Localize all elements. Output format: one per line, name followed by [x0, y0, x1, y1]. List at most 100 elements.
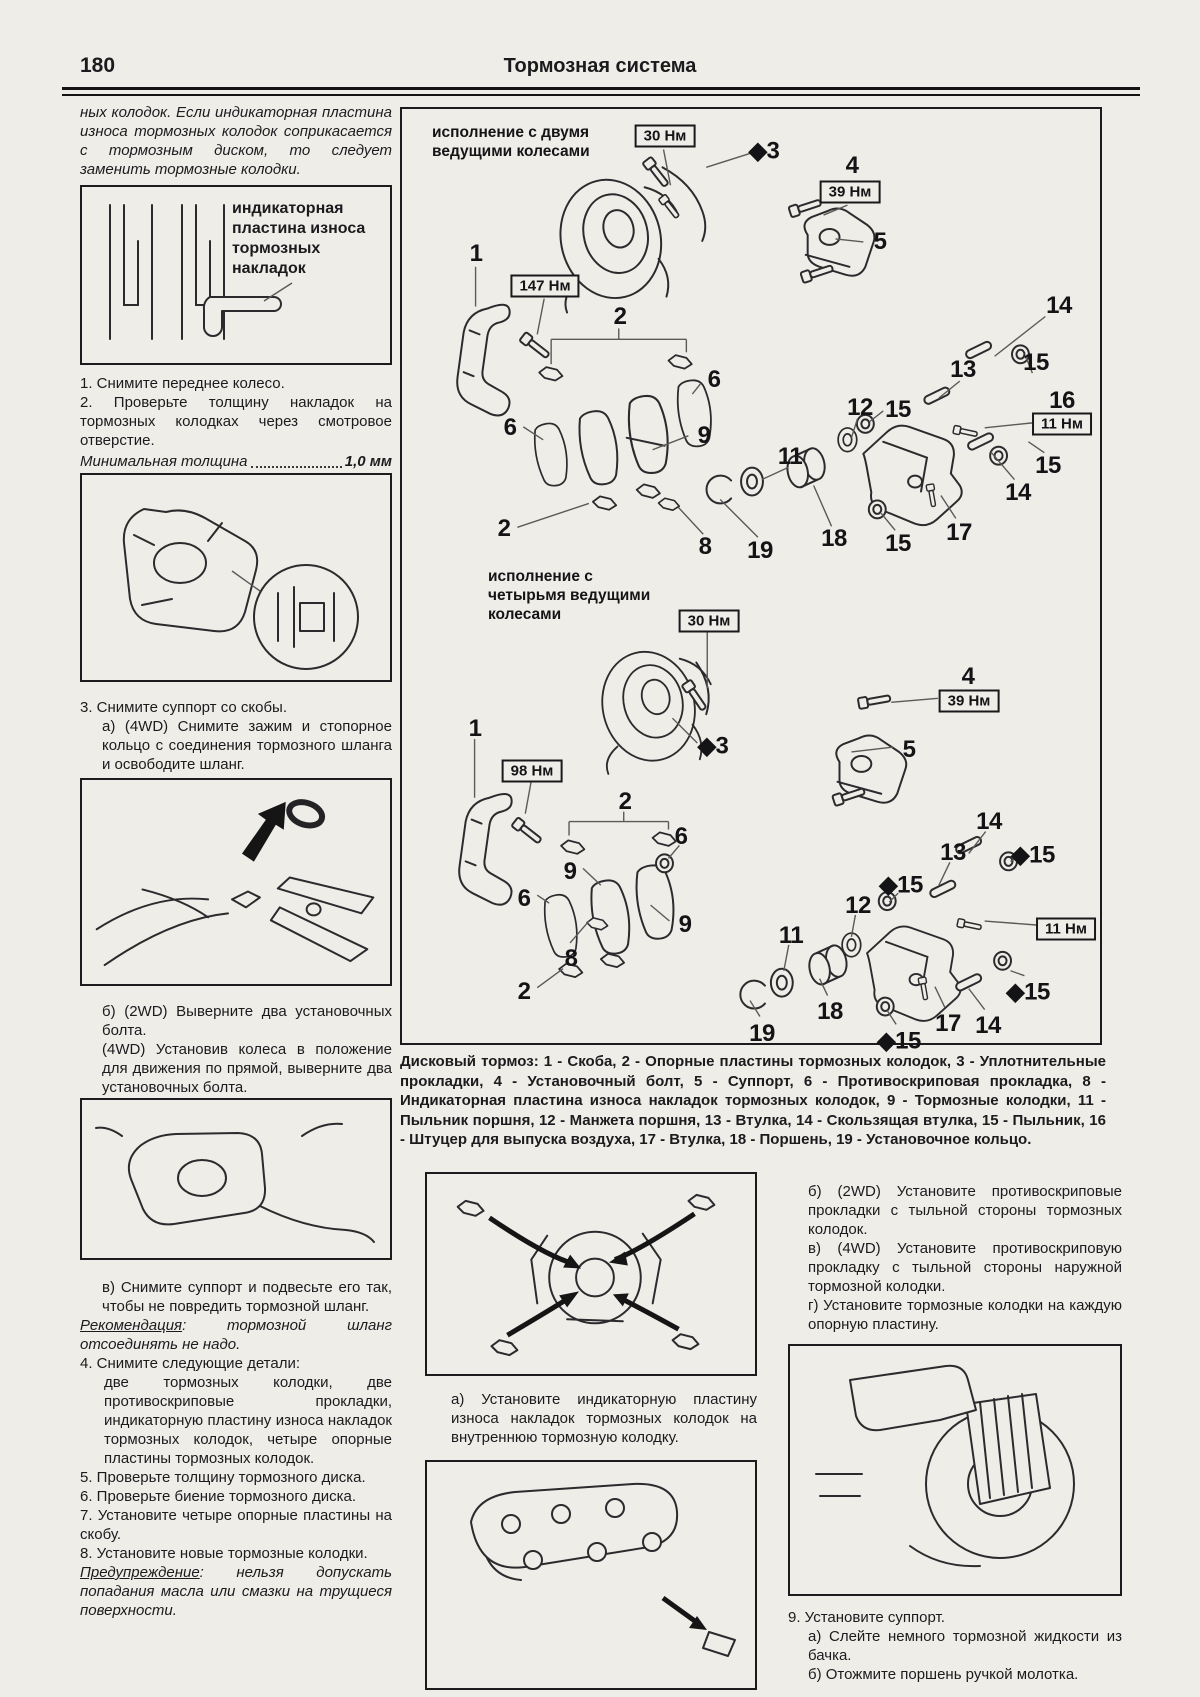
figure-wear-indicator: индикаторная пластина износа тормозных н…	[80, 185, 392, 365]
recommendation-label: Рекомендация	[80, 1317, 183, 1334]
torque-callout: 30 Нм	[634, 124, 696, 148]
torque-callout: 98 Нм	[501, 759, 563, 783]
part-number-callout: 8	[698, 533, 712, 560]
part-number-callout: 13	[950, 356, 976, 383]
part-number-callout: ◆15	[879, 871, 923, 899]
step-3b-4wd: (4WD) Установив колеса в положение для д…	[102, 1041, 392, 1096]
dotted-leader	[250, 466, 342, 468]
step-3a: а) (4WD) Снимите зажим и стопорное кольц…	[102, 718, 392, 773]
support-plates-illustration	[456, 1193, 716, 1357]
part-number-callout: 13	[940, 839, 966, 866]
part-number-callout: 14	[1046, 292, 1072, 319]
part-number-callout: 4	[845, 152, 859, 179]
diagram-2wd-parts	[456, 155, 1030, 527]
warning-label: Предупреждение	[80, 1564, 200, 1581]
part-number-callout: 6	[503, 414, 517, 441]
figure-clip-removal	[80, 778, 392, 986]
torque-callout: 30 Нм	[678, 609, 740, 633]
min-thickness-row: Минимальная толщина 1,0 мм	[80, 452, 392, 471]
caliper-inspection-illustration	[122, 508, 359, 670]
part-number-callout: 6	[707, 366, 721, 393]
step-3b-2wd: б) (2WD) Выверните два установочных болт…	[102, 1003, 392, 1039]
step-install-b: б) (2WD) Установите противоскриповые про…	[808, 1183, 1122, 1238]
part-number-callout: ◆15	[1006, 978, 1050, 1006]
part-number-callout: 1	[468, 715, 482, 742]
intro-paragraph: ных колодок. Если индикаторная пластина …	[80, 104, 392, 178]
step-8: 8. Установите новые тормозные колодки.	[80, 1545, 368, 1562]
part-number-callout: 1	[469, 240, 483, 267]
part-number-callout: 9	[697, 422, 711, 449]
part-number-callout: 15	[885, 530, 911, 557]
part-number-callout: 9	[678, 911, 692, 938]
left-column: ных колодок. Если индикаторная пластина …	[80, 0, 392, 1697]
min-thickness-value: 1,0 мм	[344, 453, 392, 470]
page-title: Тормозная система	[503, 55, 697, 77]
step-5: 5. Проверьте толщину тормозного диска.	[80, 1469, 366, 1486]
part-number-callout: 19	[749, 1020, 775, 1047]
part-number-callout: 18	[821, 525, 847, 552]
part-number-callout: 2	[613, 303, 627, 330]
part-number-callout: 15	[885, 396, 911, 423]
torque-callout: 147 Нм	[510, 274, 580, 298]
leader-lines	[473, 149, 1046, 1025]
variant-label-2wd: исполнение с двумя ведущими колесами	[432, 124, 590, 160]
step-9a: а) Слейте немного тормозной жидкости из …	[808, 1628, 1122, 1664]
step-6: 6. Проверьте биение тормозного диска.	[80, 1488, 357, 1505]
part-number-callout: 2	[517, 978, 531, 1005]
caliper-suspended-illustration	[95, 1122, 375, 1243]
step-3v: в) Снимите суппорт и подвесьте его так, …	[102, 1279, 392, 1315]
figure-pad-indicator	[425, 1460, 757, 1690]
bottom-right-steps: б) (2WD) Установите противоскриповые про…	[788, 1182, 1122, 1334]
figure-caliper-inspection	[80, 473, 392, 682]
pad-indicator-illustration	[470, 1482, 736, 1657]
caliper-install-illustration	[815, 1364, 1075, 1568]
step-install-g: г) Установите тормозные колодки на кажду…	[808, 1297, 1122, 1333]
warning-text: : нельзя допускать попадания масла или с…	[80, 1564, 392, 1619]
part-number-callout: ◆15	[1011, 841, 1055, 869]
exploded-diagram-drawing	[456, 149, 1046, 1025]
part-number-callout: 19	[747, 537, 773, 564]
part-number-callout: 2	[618, 788, 632, 815]
step-install-v: в) (4WD) Установите противоскриповую про…	[808, 1240, 1122, 1295]
wear-indicator-illustration	[109, 204, 293, 340]
torque-callout: 39 Нм	[819, 180, 881, 204]
part-number-callout: 5	[902, 736, 916, 763]
part-number-callout: 12	[845, 892, 871, 919]
figure-caliper-install	[788, 1344, 1122, 1596]
part-number-callout: 14	[976, 808, 1002, 835]
part-number-callout: 8	[564, 945, 578, 972]
torque-callout: 11 Нм	[1032, 412, 1092, 436]
step-9-block: 9. Установите суппорт. а) Слейте немного…	[788, 1608, 1122, 1684]
part-number-callout: 12	[847, 394, 873, 421]
exploded-diagram-box: исполнение с двумя ведущими колесами исп…	[400, 107, 1102, 1055]
min-thickness-label: Минимальная толщина	[80, 453, 248, 470]
figure-caliper-suspended	[80, 1098, 392, 1260]
torque-callout: 11 Нм	[1036, 917, 1096, 941]
step-4-details: две тормозных колодки, две противоскрипо…	[104, 1374, 392, 1467]
step-4: 4. Снимите следующие детали:	[80, 1355, 301, 1372]
step-install-a: а) Установите индикаторную пластину изно…	[451, 1391, 757, 1446]
warning-note: Предупреждение: нельзя допускать попадан…	[80, 1563, 392, 1620]
page-number: 180	[80, 54, 116, 77]
clip-removal-illustration	[95, 799, 375, 967]
part-number-callout: 9	[563, 858, 577, 885]
torque-callout: 39 Нм	[938, 689, 1000, 713]
recommendation-text: : тормозной шланг отсоединять не надо.	[80, 1317, 392, 1353]
figure-caption: Дисковый тормоз: 1 - Скоба, 2 - Опорные …	[400, 1053, 1106, 1148]
variant-label-4wd: исполнение с четырьмя ведущими колесами	[488, 568, 651, 623]
part-number-callout: 17	[935, 1010, 961, 1037]
step-9b: б) Отожмите поршень ручкой молотка.	[808, 1666, 1079, 1683]
step-9: 9. Установите суппорт.	[788, 1609, 945, 1626]
part-number-callout: 11	[778, 922, 804, 949]
step-2: 2. Проверьте толщину накладок на тормозн…	[80, 394, 392, 449]
part-number-callout: 14	[975, 1012, 1001, 1039]
part-number-callout: ◆3	[697, 732, 729, 760]
part-number-callout: 18	[817, 998, 843, 1025]
part-number-callout: 16	[1049, 387, 1075, 414]
figure-support-plates	[425, 1172, 757, 1376]
part-number-callout: 17	[946, 519, 972, 546]
part-number-callout: ◆3	[748, 137, 780, 165]
step-3: 3. Снимите суппорт со скобы.	[80, 699, 288, 716]
